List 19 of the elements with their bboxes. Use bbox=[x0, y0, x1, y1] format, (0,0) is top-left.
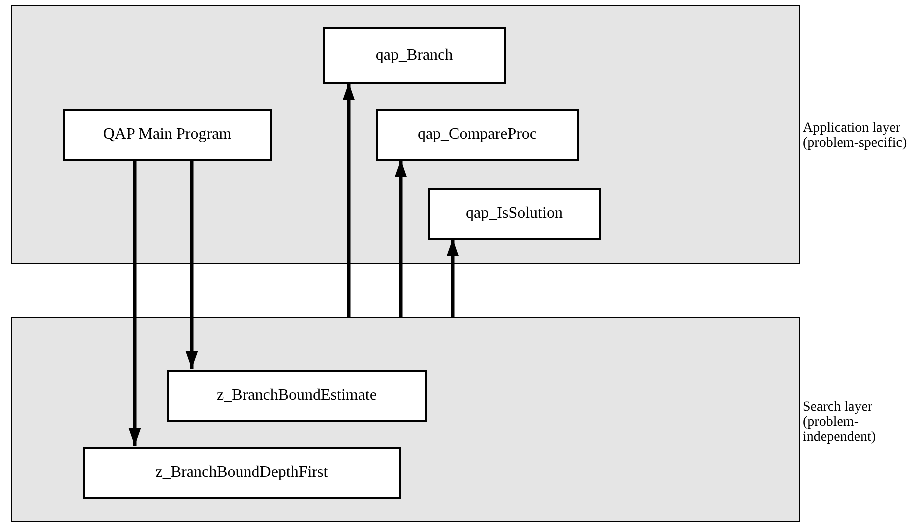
arrow bbox=[446, 239, 460, 317]
arrow bbox=[394, 160, 408, 317]
module-box bbox=[83, 447, 401, 499]
module-box bbox=[428, 188, 601, 240]
module-name: z_BranchBoundEstimate bbox=[217, 387, 377, 405]
arrow bbox=[342, 83, 356, 317]
layer-label: Search layer (problem-independent) bbox=[803, 400, 878, 445]
arrow bbox=[128, 160, 142, 446]
module-name: qap_IsSolution bbox=[466, 205, 563, 223]
layer-label: Application layer (problem-specific) bbox=[803, 121, 908, 151]
module-name: z_BranchBoundDepthFirst bbox=[156, 464, 328, 482]
module-name: qap_CompareProc bbox=[418, 126, 538, 144]
arrow bbox=[186, 160, 198, 369]
module-box bbox=[167, 370, 427, 422]
module-name: QAP Main Program bbox=[103, 126, 232, 144]
module-box bbox=[376, 109, 579, 161]
module-box bbox=[63, 109, 272, 161]
module-name: qap_Branch bbox=[376, 46, 454, 64]
module-box bbox=[323, 27, 506, 84]
